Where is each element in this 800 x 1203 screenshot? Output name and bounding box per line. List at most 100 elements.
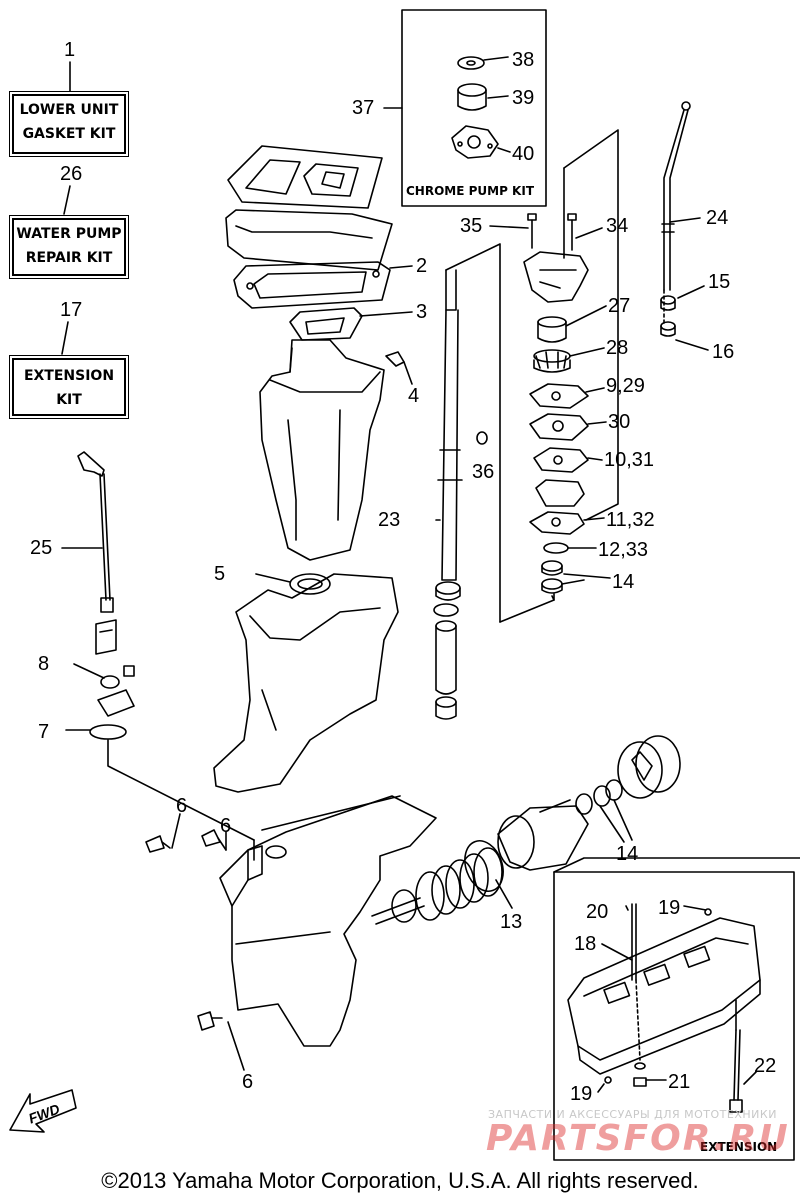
part-16-grommet <box>660 321 676 337</box>
lower-unit-kit-line1: LOWER UNIT <box>19 102 119 118</box>
callout-16: 16 <box>712 341 734 363</box>
lower-unit-kit-line2: GASKET KIT <box>22 126 116 142</box>
callout-35: 35 <box>460 215 482 237</box>
water-pump-kit-line1: WATER PUMP <box>16 226 122 242</box>
part-36-pin <box>476 431 488 445</box>
callout-9-29: 9,29 <box>606 375 645 397</box>
lower-unit-gearcase <box>219 795 437 1047</box>
watermark-tagline: ЗАПЧАСТИ И АКСЕССУАРЫ ДЛЯ МОТОТЕХНИКИ <box>488 1108 777 1121</box>
callout-40: 40 <box>512 143 534 165</box>
callout-13: 13 <box>500 911 522 933</box>
callout-24: 24 <box>706 207 728 229</box>
part-14-bearings-rear <box>575 779 623 815</box>
shaft-bearings <box>433 581 461 720</box>
prop-cap <box>617 735 681 799</box>
part-12-33-oring <box>543 542 569 554</box>
part-10-31-gasket <box>533 447 589 473</box>
part-7-oring <box>89 724 127 740</box>
water-pump-kit-line2: REPAIR KIT <box>25 250 113 266</box>
callout-38: 38 <box>512 49 534 71</box>
part-21-nut <box>633 1062 647 1087</box>
part-40-pump-housing <box>451 125 499 159</box>
part-5-seal <box>289 573 331 595</box>
callout-7: 7 <box>38 721 49 743</box>
part-19-pin-top <box>704 908 712 916</box>
callout-14-top: 14 <box>612 571 634 593</box>
extension-kit-line2: KIT <box>56 392 82 408</box>
callout-14-rear: 14 <box>616 843 638 865</box>
shift-rod-joint <box>95 619 135 677</box>
part-24-water-tube <box>661 101 691 291</box>
callout-3: 3 <box>416 301 427 323</box>
extension-kit-line1: EXTENSION <box>23 368 115 384</box>
callout-11-32: 11,32 <box>606 509 655 531</box>
copyright-notice: ©2013 Yamaha Motor Corporation, U.S.A. A… <box>101 1168 699 1193</box>
upper-casing <box>259 339 385 561</box>
part-6-bolt-lower <box>197 1011 223 1031</box>
part-23-drive-shaft <box>437 269 463 581</box>
water-pump-repair-kit-box: WATER PUMP REPAIR KIT <box>12 218 126 276</box>
chrome-pump-kit-label: CHROME PUMP KIT <box>406 184 535 198</box>
callout-6-lower: 6 <box>242 1071 253 1093</box>
callout-34: 34 <box>606 215 628 237</box>
callout-28: 28 <box>606 337 628 359</box>
kit-ref-17: 17 <box>60 299 82 321</box>
callout-21: 21 <box>668 1071 690 1093</box>
pump-base <box>535 479 585 507</box>
extension-box-label: EXTENSION <box>700 1140 778 1154</box>
callout-30: 30 <box>608 411 630 433</box>
part-3-gasket <box>289 307 363 341</box>
part-30-plate <box>529 413 589 441</box>
lower-casing-housing <box>213 573 399 793</box>
callout-25: 25 <box>30 537 52 559</box>
callout-10-31: 10,31 <box>604 449 654 471</box>
part-11-32-gasket <box>529 511 585 535</box>
part-13-oring <box>464 840 504 892</box>
part-25-shift-rod <box>77 451 114 613</box>
callout-36: 36 <box>472 461 494 483</box>
callout-19-bottom: 19 <box>570 1083 592 1105</box>
callout-19-top: 19 <box>658 897 680 919</box>
lower-unit-gasket-kit-box: LOWER UNIT GASKET KIT <box>12 94 126 154</box>
fwd-label: FWD <box>26 1101 61 1127</box>
callout-37: 37 <box>352 97 374 119</box>
part-38-washer <box>457 56 485 70</box>
part-27-insert <box>537 316 567 343</box>
callout-20: 20 <box>586 901 608 923</box>
part-6-bolt-mid <box>201 829 227 851</box>
callout-4: 4 <box>408 385 419 407</box>
callout-39: 39 <box>512 87 534 109</box>
part-20-stud <box>631 903 637 981</box>
callout-12-33: 12,33 <box>598 539 648 561</box>
part-39-insert <box>457 83 487 111</box>
fwd-arrow <box>9 1089 77 1133</box>
prop-shaft-gears <box>371 847 503 925</box>
part-34-bolt <box>567 213 577 251</box>
callout-6-mid: 6 <box>220 815 231 837</box>
part-35-bolt <box>527 213 537 249</box>
callout-22: 22 <box>754 1055 776 1077</box>
extension-kit-box: EXTENSION KIT <box>12 358 126 416</box>
pump-housing-main <box>523 251 589 303</box>
kit-ref-26: 26 <box>60 163 82 185</box>
watermark-logo: PARTSFOR.RU <box>486 1118 790 1159</box>
part-2-gasket <box>233 261 391 309</box>
callout-2: 2 <box>416 255 427 277</box>
callout-23: 23 <box>378 509 400 531</box>
extension-box <box>553 871 795 1161</box>
part-6-bolt-left <box>145 835 171 853</box>
part-8-seal <box>97 675 135 717</box>
part-4-clip <box>385 351 405 367</box>
kit-ref-1: 1 <box>64 39 75 61</box>
part-19-pin-bottom <box>604 1076 612 1084</box>
callout-18: 18 <box>574 933 596 955</box>
prop-housing <box>497 799 589 871</box>
part-14-bearings-top <box>541 560 563 594</box>
part-9-29-gasket <box>529 383 589 409</box>
callout-5: 5 <box>214 563 225 585</box>
part-15-grommet <box>660 295 676 311</box>
part-28-impeller <box>533 349 571 373</box>
part-22-bolt <box>733 1029 741 1101</box>
callout-15: 15 <box>708 271 730 293</box>
